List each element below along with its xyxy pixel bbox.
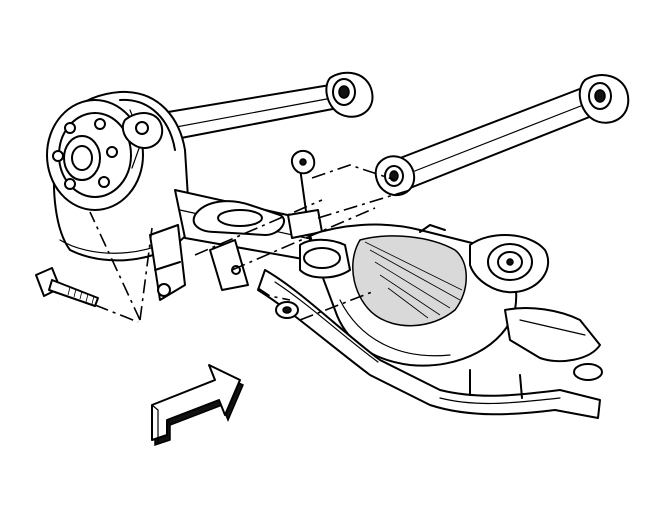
mounting-bolt — [35, 267, 99, 307]
brake-assembly — [46, 90, 191, 262]
upper-control-arm-right — [374, 74, 630, 197]
leader-lines — [89, 164, 411, 323]
frame-rail — [257, 269, 601, 419]
stabilizer-link — [287, 149, 323, 241]
washer — [275, 301, 299, 319]
direction-arrow — [151, 364, 244, 447]
axle-tube — [149, 189, 321, 301]
upper-control-arm-left — [149, 71, 374, 143]
